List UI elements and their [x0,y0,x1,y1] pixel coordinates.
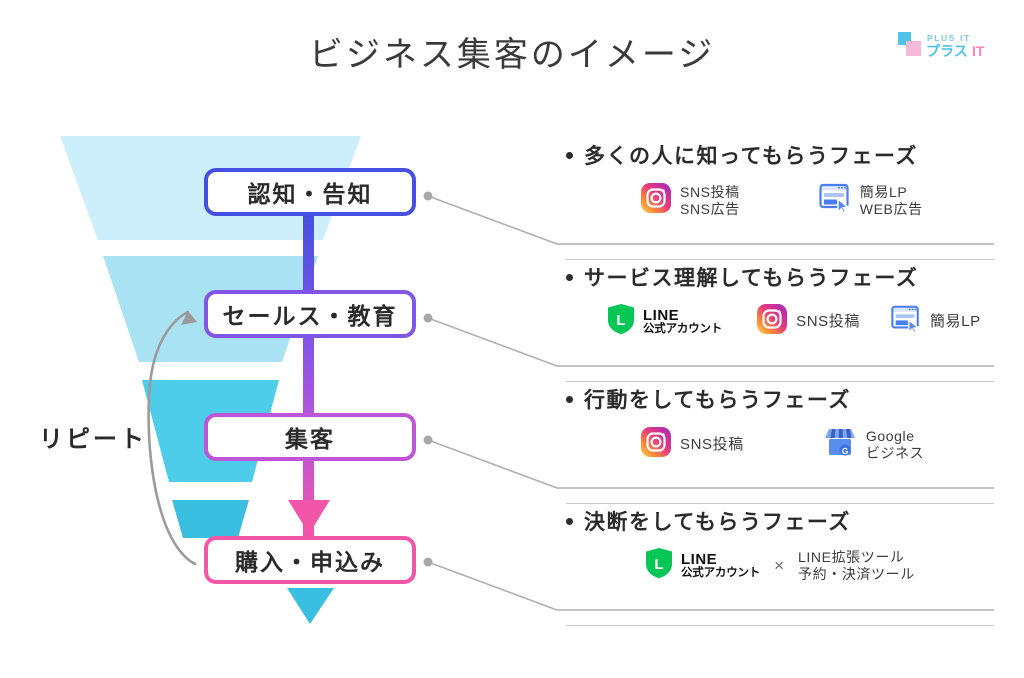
funnel-segment-4 [172,500,249,538]
funnel-stage-sales[interactable]: セールス・教育 [204,290,416,338]
tool-label: SNS投稿 [796,313,860,330]
phase-heading-row: 決断をしてもらうフェーズ [566,504,994,538]
tool-label: 簡易LP [929,313,981,330]
tool-item[interactable]: L LINE 公式アカウント [644,547,760,584]
bullet-icon [566,517,573,525]
phase-list: 多くの人に知ってもらうフェーズ SNS投稿 SNS広告 [566,138,994,626]
phase-row: サービス理解してもらうフェーズ L LINE 公式アカウント [566,260,994,382]
google-business-icon: G [822,425,858,464]
funnel-stage-attraction[interactable]: 集客 [204,413,416,461]
svg-text:IT: IT [972,43,985,59]
instagram-icon [640,182,672,219]
phase-divider [566,381,994,382]
phase-row: 行動をしてもらうフェーズ SNS投稿 [566,382,994,504]
svg-text:G: G [842,446,849,456]
tool-sublabel: 公式アカウント [643,323,723,336]
line-text-block: LINE 公式アカウント [643,306,723,336]
tool-label: SNS投稿 [680,436,744,453]
page-title: ビジネス集客のイメージ [308,36,716,74]
tool-strip: L LINE 公式アカウント × LINE拡張ツール 予約・決済ツール [566,547,994,584]
tool-label: LINE [681,550,718,568]
browser-lp-icon [818,181,852,220]
phase-divider [566,503,994,504]
funnel-flow-line [303,212,314,542]
svg-text:L: L [654,556,663,573]
browser-lp-icon [890,303,922,340]
tool-label: SNS投稿 SNS広告 [680,183,740,217]
tool-sublabel: 公式アカウント [681,567,761,580]
tool-item[interactable]: SNS投稿 [640,426,744,463]
svg-text:L: L [616,312,625,329]
tool-label: LINE拡張ツール 予約・決済ツール [798,548,915,582]
phase-heading-row: 多くの人に知ってもらうフェーズ [566,138,994,172]
bullet-icon [566,273,573,281]
tool-item[interactable]: 簡易LP WEB広告 [818,181,923,220]
line-official-icon: L [644,547,674,584]
phase-divider [566,625,994,626]
phase-heading-text: 行動をしてもらうフェーズ [584,389,851,412]
phase-divider [566,259,994,260]
plus-it-logo: PLUS IT プラス IT [897,29,993,63]
instagram-icon [640,426,672,463]
tool-strip: L LINE 公式アカウント [566,303,994,340]
phase-row: 多くの人に知ってもらうフェーズ SNS投稿 SNS広告 [566,138,994,260]
repeat-arrow [147,310,197,566]
bullet-icon [566,395,573,403]
tool-item[interactable]: SNS投稿 SNS広告 [640,182,740,219]
phase-heading-text: サービス理解してもらうフェーズ [584,267,919,290]
tool-item[interactable]: L LINE 公式アカウント [606,303,722,340]
line-official-icon: L [606,303,636,340]
line-text-block: LINE 公式アカウント [681,550,761,580]
phase-row: 決断をしてもらうフェーズ L LINE 公式アカウント × [566,504,994,626]
funnel-tip [287,588,334,624]
tool-label: 簡易LP WEB広告 [859,183,923,217]
funnel-flow-arrowhead [288,500,330,534]
repeat-arrowhead [181,311,197,325]
tool-label: LINE [643,306,680,324]
phase-heading-row: サービス理解してもらうフェーズ [566,260,994,294]
svg-text:プラス: プラス [926,44,968,60]
times-icon: × [774,555,785,575]
funnel-stage-purchase[interactable]: 購入・申込み [204,536,416,584]
phase-heading-text: 決断をしてもらうフェーズ [584,511,851,534]
tool-strip: SNS投稿 G Google ビジネス [566,425,994,464]
tool-label: Google ビジネス [865,427,925,461]
tool-item[interactable]: SNS投稿 [756,303,860,340]
repeat-label: リピート [39,426,147,453]
instagram-icon [756,303,788,340]
tool-item[interactable]: G Google ビジネス [822,425,924,464]
phase-heading-text: 多くの人に知ってもらうフェーズ [584,145,918,168]
funnel-stage-awareness[interactable]: 認知・告知 [204,168,416,216]
phase-heading-row: 行動をしてもらうフェーズ [566,382,994,416]
tool-strip: SNS投稿 SNS広告 簡易LP WEB広告 [566,181,994,220]
bullet-icon [566,151,573,159]
tool-item[interactable]: 簡易LP [890,303,981,340]
svg-text:PLUS IT: PLUS IT [927,33,971,43]
